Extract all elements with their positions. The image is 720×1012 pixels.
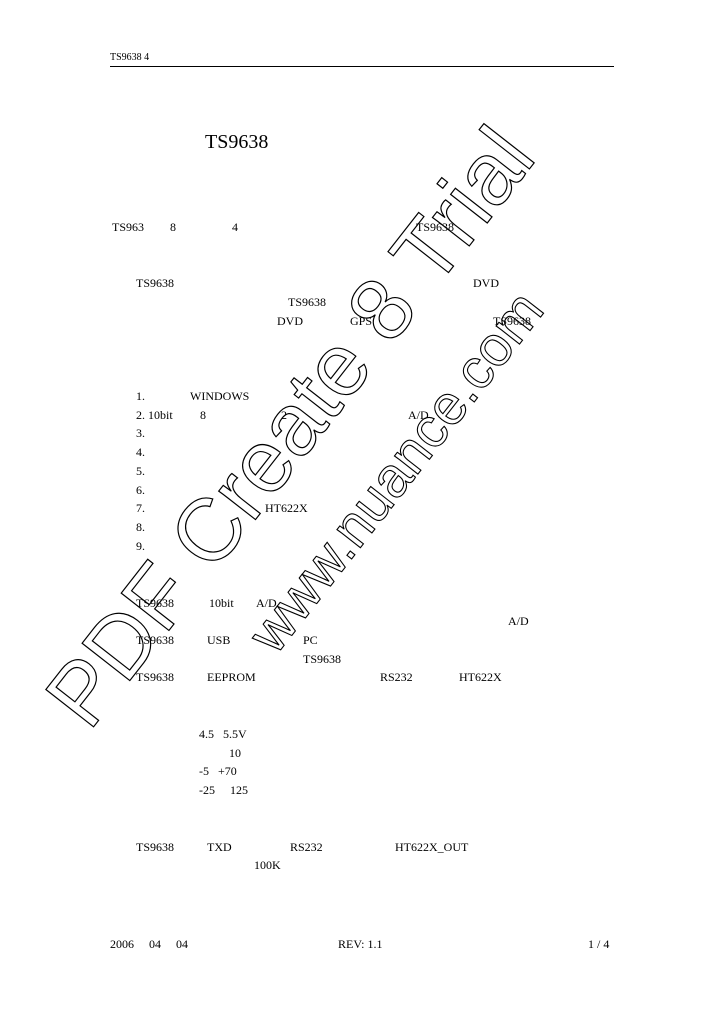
desc-r1-b: 10bit bbox=[209, 596, 234, 610]
spec-value: 10 bbox=[229, 746, 241, 760]
desc-r3-b: USB bbox=[207, 633, 231, 647]
spec-voltage: 4.5 5.5V bbox=[199, 727, 247, 741]
feature-7-num: 7. bbox=[136, 501, 145, 515]
desc-r5-a: TS9638 bbox=[136, 670, 175, 684]
feature-4-num: 4. bbox=[136, 445, 145, 459]
intro-part-c: 4 bbox=[232, 220, 238, 234]
note-c: RS232 bbox=[290, 840, 323, 854]
feature-9-num: 9. bbox=[136, 539, 145, 553]
feature-1-num: 1. bbox=[136, 389, 145, 403]
desc-r5-b: EEPROM bbox=[207, 670, 256, 684]
desc-r2-a: A/D bbox=[508, 614, 529, 628]
desc-r1-c: A/D bbox=[256, 596, 277, 610]
footer-date: 2006 04 04 bbox=[110, 937, 188, 951]
note-b: TXD bbox=[207, 840, 232, 854]
note-e: 100K bbox=[254, 858, 281, 872]
note-d: HT622X_OUT bbox=[395, 840, 469, 854]
intro-part-b: 8 bbox=[170, 220, 176, 234]
watermark-line-2: www.nuance.com bbox=[235, 279, 555, 664]
desc-r4-a: TS9638 bbox=[303, 652, 342, 666]
footer-revision: REV: 1.1 bbox=[338, 937, 383, 951]
feature-7-text: HT622X bbox=[265, 501, 308, 515]
desc-r3-c: PC bbox=[303, 633, 318, 647]
desc-r3-a: TS9638 bbox=[136, 633, 175, 647]
header-doc-id: TS9638 4 bbox=[110, 52, 150, 63]
feature-6-num: 6. bbox=[136, 483, 145, 497]
feature-2-part-a: 8 bbox=[200, 408, 206, 422]
footer-page-number: 1 / 4 bbox=[588, 937, 610, 951]
spec-storage-temp: -25 125 bbox=[199, 783, 248, 797]
spec-operating-temp: -5 +70 bbox=[199, 764, 237, 778]
overview-l1-a: TS9638 bbox=[136, 276, 175, 290]
note-a: TS9638 bbox=[136, 840, 175, 854]
overview-l3-b: GPS bbox=[350, 314, 373, 328]
intro-part-d: TS9638 bbox=[416, 220, 455, 234]
intro-part-a: TS963 bbox=[112, 220, 145, 234]
feature-8-num: 8. bbox=[136, 520, 145, 534]
header-rule bbox=[110, 66, 614, 67]
watermark-line-1: PDF Create 8 Trial bbox=[26, 109, 553, 744]
overview-l2-a: TS9638 bbox=[288, 295, 327, 309]
page-title: TS9638 bbox=[205, 131, 269, 153]
overview-l3-a: DVD bbox=[277, 314, 303, 328]
desc-r5-c: RS232 bbox=[380, 670, 413, 684]
feature-2-num: 2. 10bit bbox=[136, 408, 173, 422]
desc-r1-a: TS9638 bbox=[136, 596, 175, 610]
desc-r5-d: HT622X bbox=[459, 670, 502, 684]
feature-1-text: WINDOWS bbox=[190, 389, 250, 403]
feature-5-num: 5. bbox=[136, 464, 145, 478]
feature-3-num: 3. bbox=[136, 426, 145, 440]
overview-l3-c: TS9638 bbox=[493, 314, 532, 328]
overview-l1-b: DVD bbox=[473, 276, 499, 290]
feature-2-part-b: 2 bbox=[281, 408, 287, 422]
feature-2-part-c: A/D bbox=[408, 408, 429, 422]
